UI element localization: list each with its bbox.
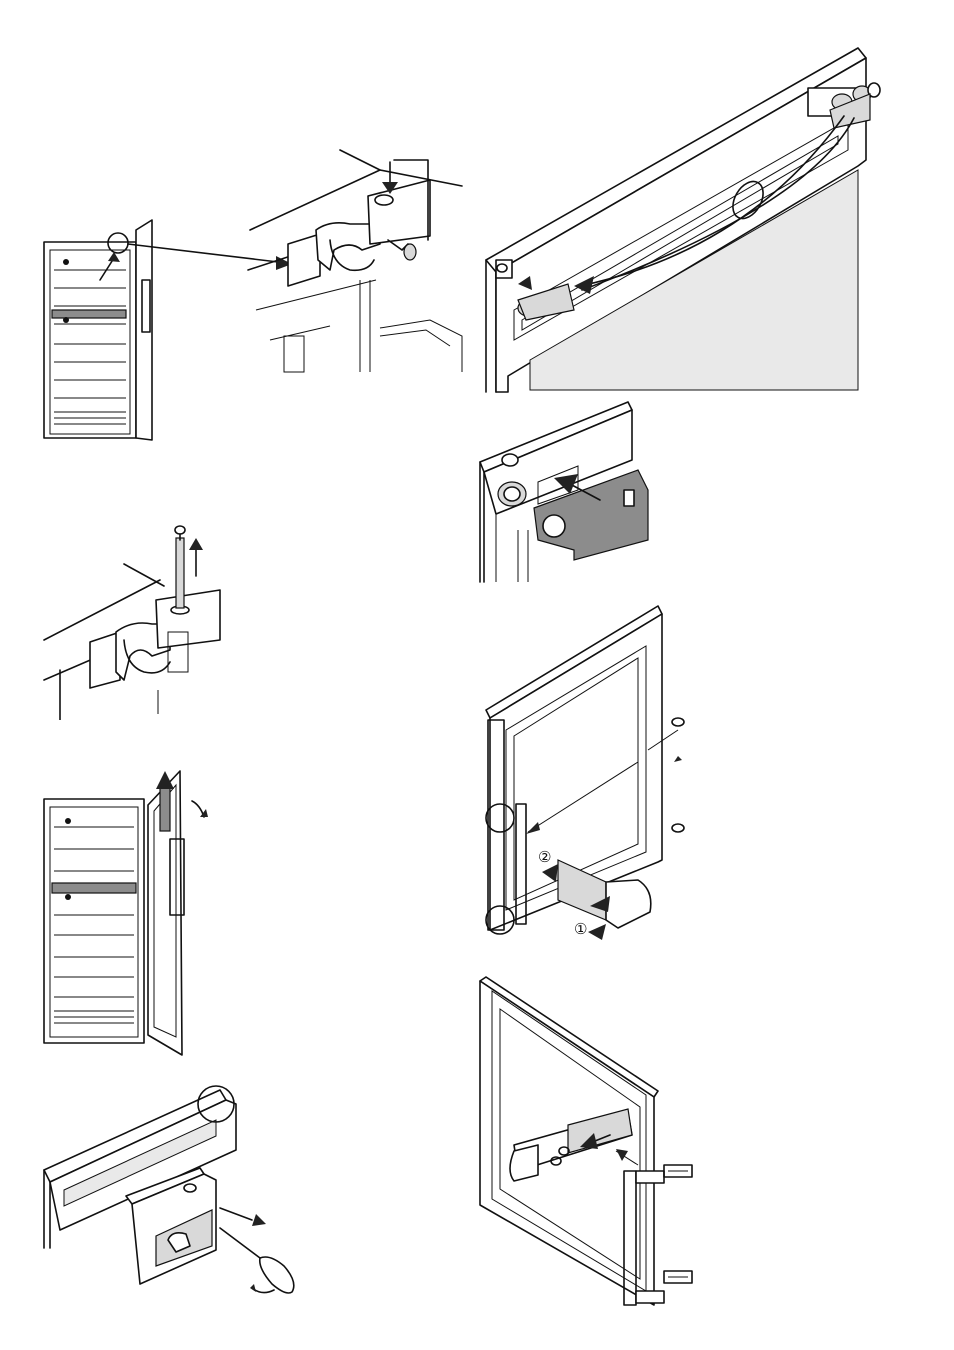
screwdriver-icon xyxy=(40,1070,310,1310)
label-step-1: ① xyxy=(574,920,587,938)
top-hinge-pin-icon xyxy=(30,140,470,460)
step-lift-door-off xyxy=(40,765,230,1065)
step-door-top-cable xyxy=(478,40,898,400)
step-top-hinge-detail xyxy=(30,140,470,460)
step-fit-hinge-cover xyxy=(478,400,668,590)
handle-fit-icon xyxy=(478,975,708,1315)
fridge-door-open xyxy=(136,220,152,440)
step-remove-handle: ② ① xyxy=(478,600,698,950)
fridge-cabinet xyxy=(44,242,136,438)
step-remove-hinge-pin xyxy=(40,520,240,720)
hinge-pin-removal-icon xyxy=(40,520,240,720)
handle-removal-icon: ② ① xyxy=(478,600,698,950)
label-step-2: ② xyxy=(538,848,551,866)
door-cable-icon xyxy=(478,40,898,400)
step-unscrew-cover xyxy=(40,1070,310,1310)
door-lift-icon xyxy=(40,765,230,1065)
step-fit-handle xyxy=(478,975,708,1315)
hinge-cover-icon xyxy=(478,400,668,590)
